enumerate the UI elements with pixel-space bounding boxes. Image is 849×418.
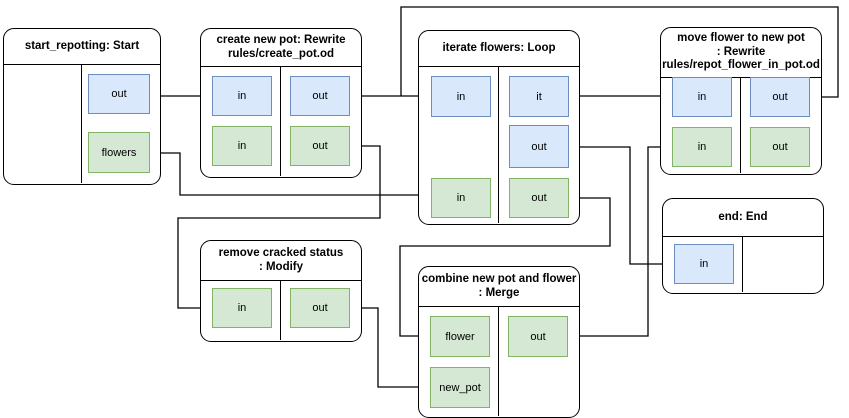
node-input-column <box>419 307 499 416</box>
port-create_new_pot-in-in[interactable]: in <box>212 76 272 116</box>
port-move_flower_to_new_pot-out-out[interactable]: out <box>750 77 810 117</box>
node-input-column <box>661 78 741 173</box>
node-title-line: create new pot: Rewrite <box>216 34 346 46</box>
node-title-line: : Merge <box>478 286 520 299</box>
node-body <box>419 307 579 416</box>
node-title-line: start_repotting: Start <box>24 39 140 52</box>
node-input-column <box>663 237 743 292</box>
node-input-column <box>4 65 82 183</box>
node-title-line: end: End <box>718 210 768 223</box>
port-label: out <box>312 302 328 314</box>
node-title-iterate_flowers: iterate flowers: Loop <box>419 31 579 67</box>
node-body <box>419 67 579 223</box>
node-title-line: combine new pot and flower <box>421 273 577 285</box>
port-label: in <box>697 91 707 103</box>
port-label: in <box>456 192 466 204</box>
node-title-line: rules/create_pot.od <box>227 47 335 60</box>
node-title-line: : Modify <box>258 260 304 273</box>
node-body <box>4 65 160 183</box>
port-end-in-in[interactable]: in <box>674 244 734 284</box>
port-label: out <box>772 141 788 153</box>
port-label: out <box>772 91 788 103</box>
node-body <box>663 237 823 292</box>
port-iterate_flowers-out-out[interactable]: out <box>509 125 569 168</box>
port-create_new_pot-out-out[interactable]: out <box>290 76 350 116</box>
port-remove_cracked_status-out-out[interactable]: out <box>290 288 350 328</box>
node-title-line: : Rewrite <box>716 45 766 58</box>
port-move_flower_to_new_pot-out-out[interactable]: out <box>750 127 810 167</box>
port-label: in <box>697 141 707 153</box>
port-start-out-flowers[interactable]: flowers <box>88 132 150 173</box>
port-label: out <box>531 140 547 153</box>
edge-8 <box>568 144 673 337</box>
port-combine_new_pot_and_flower-in-flower[interactable]: flower <box>430 316 490 357</box>
port-label: flower <box>445 330 475 343</box>
edge-5 <box>569 146 675 267</box>
port-label: out <box>111 88 127 100</box>
node-title-combine_new_pot_and_flower: combine new pot and flower: Merge <box>419 267 579 307</box>
port-label: out <box>530 330 546 343</box>
port-move_flower_to_new_pot-in-in[interactable]: in <box>672 127 732 167</box>
node-title-line: remove cracked status <box>218 247 344 259</box>
port-label: it <box>536 90 542 103</box>
port-label: out <box>312 140 328 152</box>
port-label: out <box>312 90 328 102</box>
port-start-out-out[interactable]: out <box>88 74 150 114</box>
node-title-line: move flower to new pot <box>677 32 805 45</box>
port-label: in <box>237 140 247 152</box>
node-title-line: iterate flowers: Loop <box>442 41 556 54</box>
node-title-start: start_repotting: Start <box>4 29 160 65</box>
port-iterate_flowers-out-it[interactable]: it <box>509 76 569 117</box>
port-label: in <box>237 302 247 314</box>
port-create_new_pot-in-in[interactable]: in <box>212 126 272 166</box>
port-label: new_pot <box>439 381 481 394</box>
node-output-column <box>743 237 823 292</box>
node-title-line: rules/repot_flower_in_pot.od <box>662 59 820 72</box>
port-label: in <box>456 90 466 103</box>
port-iterate_flowers-in-in[interactable]: in <box>431 76 491 117</box>
port-iterate_flowers-in-in[interactable]: in <box>431 178 491 218</box>
node-input-column <box>201 67 281 176</box>
port-combine_new_pot_and_flower-out-out[interactable]: out <box>508 316 568 357</box>
port-create_new_pot-out-out[interactable]: out <box>290 126 350 166</box>
port-iterate_flowers-out-out[interactable]: out <box>509 178 569 218</box>
port-combine_new_pot_and_flower-in-new_pot[interactable]: new_pot <box>430 367 490 408</box>
port-label: in <box>237 90 247 102</box>
node-body <box>201 281 361 340</box>
port-label: in <box>699 258 709 270</box>
node-input-column <box>201 281 281 340</box>
port-remove_cracked_status-in-in[interactable]: in <box>212 288 272 328</box>
node-input-column <box>419 67 499 223</box>
node-title-remove_cracked_status: remove cracked status: Modify <box>201 241 361 281</box>
node-body <box>661 78 821 173</box>
port-move_flower_to_new_pot-in-in[interactable]: in <box>672 77 732 117</box>
port-label: out <box>531 192 547 204</box>
node-title-end: end: End <box>663 199 823 237</box>
node-body <box>201 67 361 176</box>
port-label: flowers <box>101 146 137 159</box>
